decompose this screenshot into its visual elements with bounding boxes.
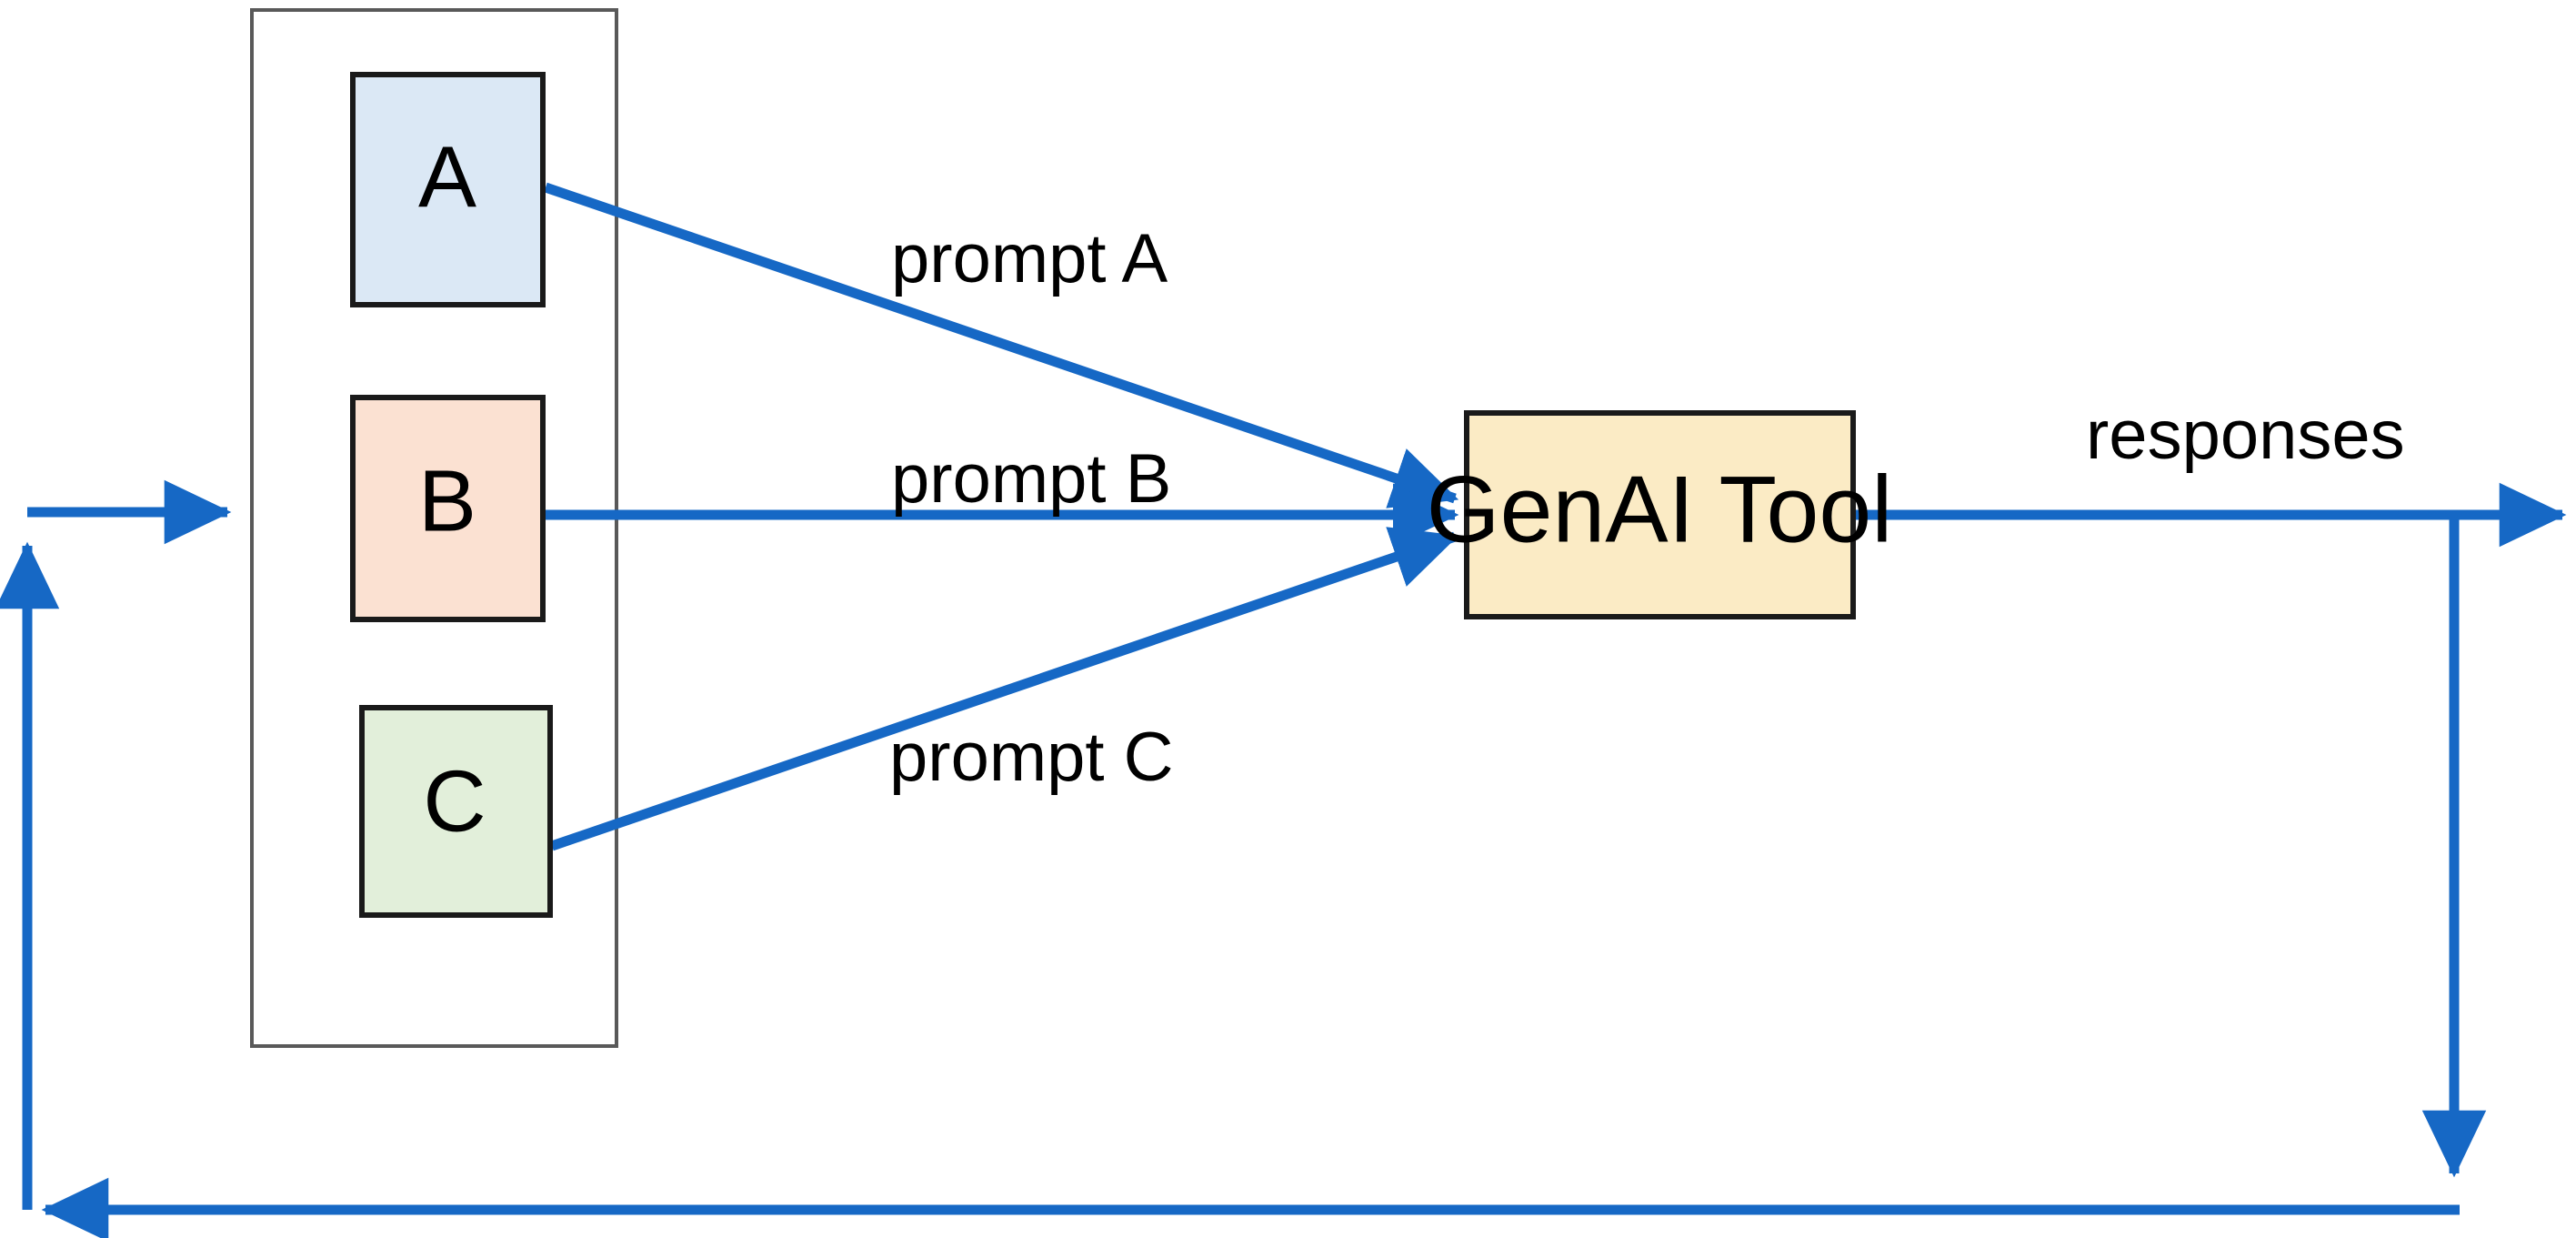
edge-prompt-a-line bbox=[544, 182, 1459, 508]
edge-label-prompt-b: prompt B bbox=[891, 440, 1171, 518]
prompt-source-group bbox=[250, 8, 618, 1048]
node-box-b-label: B bbox=[418, 452, 476, 549]
node-box-b[interactable] bbox=[350, 395, 546, 622]
edge-label-prompt-c: prompt C bbox=[889, 719, 1174, 796]
edge-feedback bbox=[0, 479, 2487, 1238]
node-genai-tool[interactable] bbox=[1464, 410, 1856, 619]
edge-prompt-c-line bbox=[550, 527, 1459, 851]
node-box-c-label: C bbox=[423, 752, 486, 850]
node-box-c[interactable] bbox=[359, 705, 553, 918]
node-box-a-label: A bbox=[418, 128, 476, 226]
edge-label-responses: responses bbox=[2086, 397, 2405, 474]
node-genai-tool-label: GenAI Tool bbox=[1427, 457, 1893, 562]
node-box-a[interactable] bbox=[350, 72, 546, 307]
edge-label-prompt-a: prompt A bbox=[891, 220, 1168, 297]
